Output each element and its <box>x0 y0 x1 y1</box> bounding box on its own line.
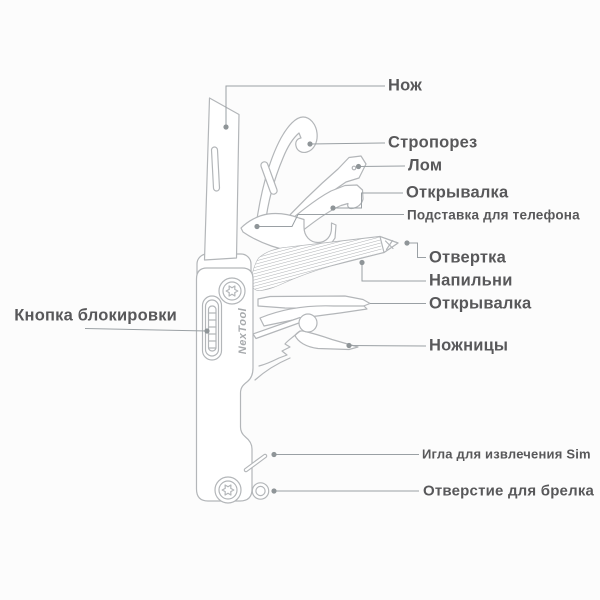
lock-button-ribs <box>209 313 217 348</box>
keychain-ring <box>252 483 268 499</box>
torx-star-icon <box>226 286 238 296</box>
label-strap-cutter: Стропорез <box>388 133 478 152</box>
crowbar-hole <box>352 166 356 170</box>
label-file: Напильни <box>429 271 513 290</box>
scissors-pivot <box>299 314 317 332</box>
leader-knife <box>226 86 385 127</box>
scissors-spring-tail <box>255 358 290 380</box>
label-opener-top: Открывалка <box>406 183 509 202</box>
strap-cutter-slot <box>260 161 278 195</box>
pivot-screw-bottom <box>215 477 241 503</box>
leader-opener-top <box>333 193 403 208</box>
scissors-tool <box>253 306 367 380</box>
label-knife: Нож <box>388 76 423 95</box>
brand-mark: NexTool <box>237 307 249 354</box>
knife-nail-slot <box>211 147 219 191</box>
label-sim-needle: Игла для извлечения Sim <box>422 446 591 462</box>
leader-lock-button <box>85 329 207 332</box>
label-opener-bottom: Открывалка <box>429 294 532 313</box>
torx-star-icon <box>222 485 234 495</box>
leader-lines <box>85 86 426 494</box>
label-screwdriver: Отвертка <box>429 248 506 267</box>
strap-cutter-tool <box>256 117 317 226</box>
pivot-screw-top <box>219 278 245 304</box>
label-keychain-hole: Отверстие для брелка <box>423 482 595 500</box>
knife-blade <box>205 98 240 260</box>
leader-screwdriver <box>407 243 426 258</box>
label-lock-button: Кнопка блокировки <box>14 306 177 325</box>
leader-phone-stand <box>257 215 404 227</box>
opener-bottom-tool <box>258 296 370 309</box>
phillips-cross <box>386 241 394 250</box>
label-phone-stand: Подставка для телефона <box>407 207 580 223</box>
lock-button-control <box>203 296 222 360</box>
scissors-spring <box>259 331 300 366</box>
label-crowbar: Лом <box>408 156 443 175</box>
sim-needle-pin <box>246 456 265 470</box>
label-scissors: Ножницы <box>429 336 509 355</box>
file-screwdriver-tool <box>251 237 398 291</box>
file-texture <box>251 237 382 291</box>
leader-strap-cutter <box>310 143 385 144</box>
leader-scissors <box>349 346 426 347</box>
leader-file <box>362 263 426 282</box>
leader-crowbar <box>359 166 406 167</box>
